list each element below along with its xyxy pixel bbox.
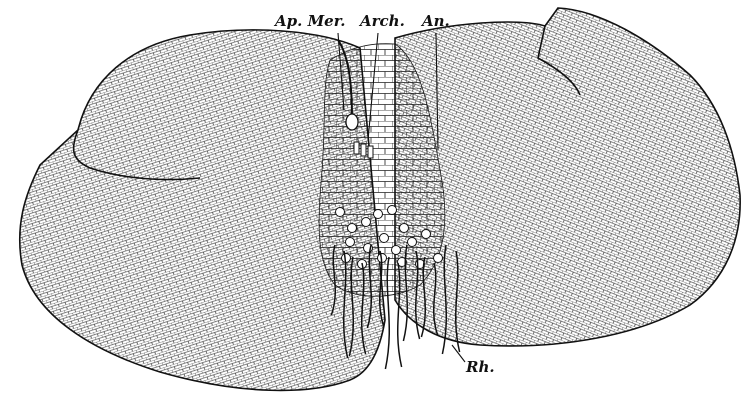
- antheridium: [388, 206, 397, 215]
- antheridium: [342, 254, 351, 263]
- label-apical-meristem: Ap. Mer.: [273, 12, 345, 30]
- antheridium: [346, 238, 355, 247]
- antheridium: [380, 234, 389, 243]
- antheridium: [392, 246, 401, 255]
- label-rhizoids: Rh.: [465, 358, 495, 376]
- antheridium: [422, 230, 431, 239]
- right-lobe: [395, 8, 740, 346]
- antheridium: [336, 208, 345, 217]
- label-antheridia: An.: [420, 12, 450, 30]
- antheridium: [400, 224, 409, 233]
- antheridium: [374, 210, 383, 219]
- antheridium: [408, 238, 417, 247]
- antheridium: [348, 224, 357, 233]
- label-archegonia: Arch.: [358, 12, 405, 30]
- antheridium: [434, 254, 443, 263]
- antheridium: [362, 218, 371, 227]
